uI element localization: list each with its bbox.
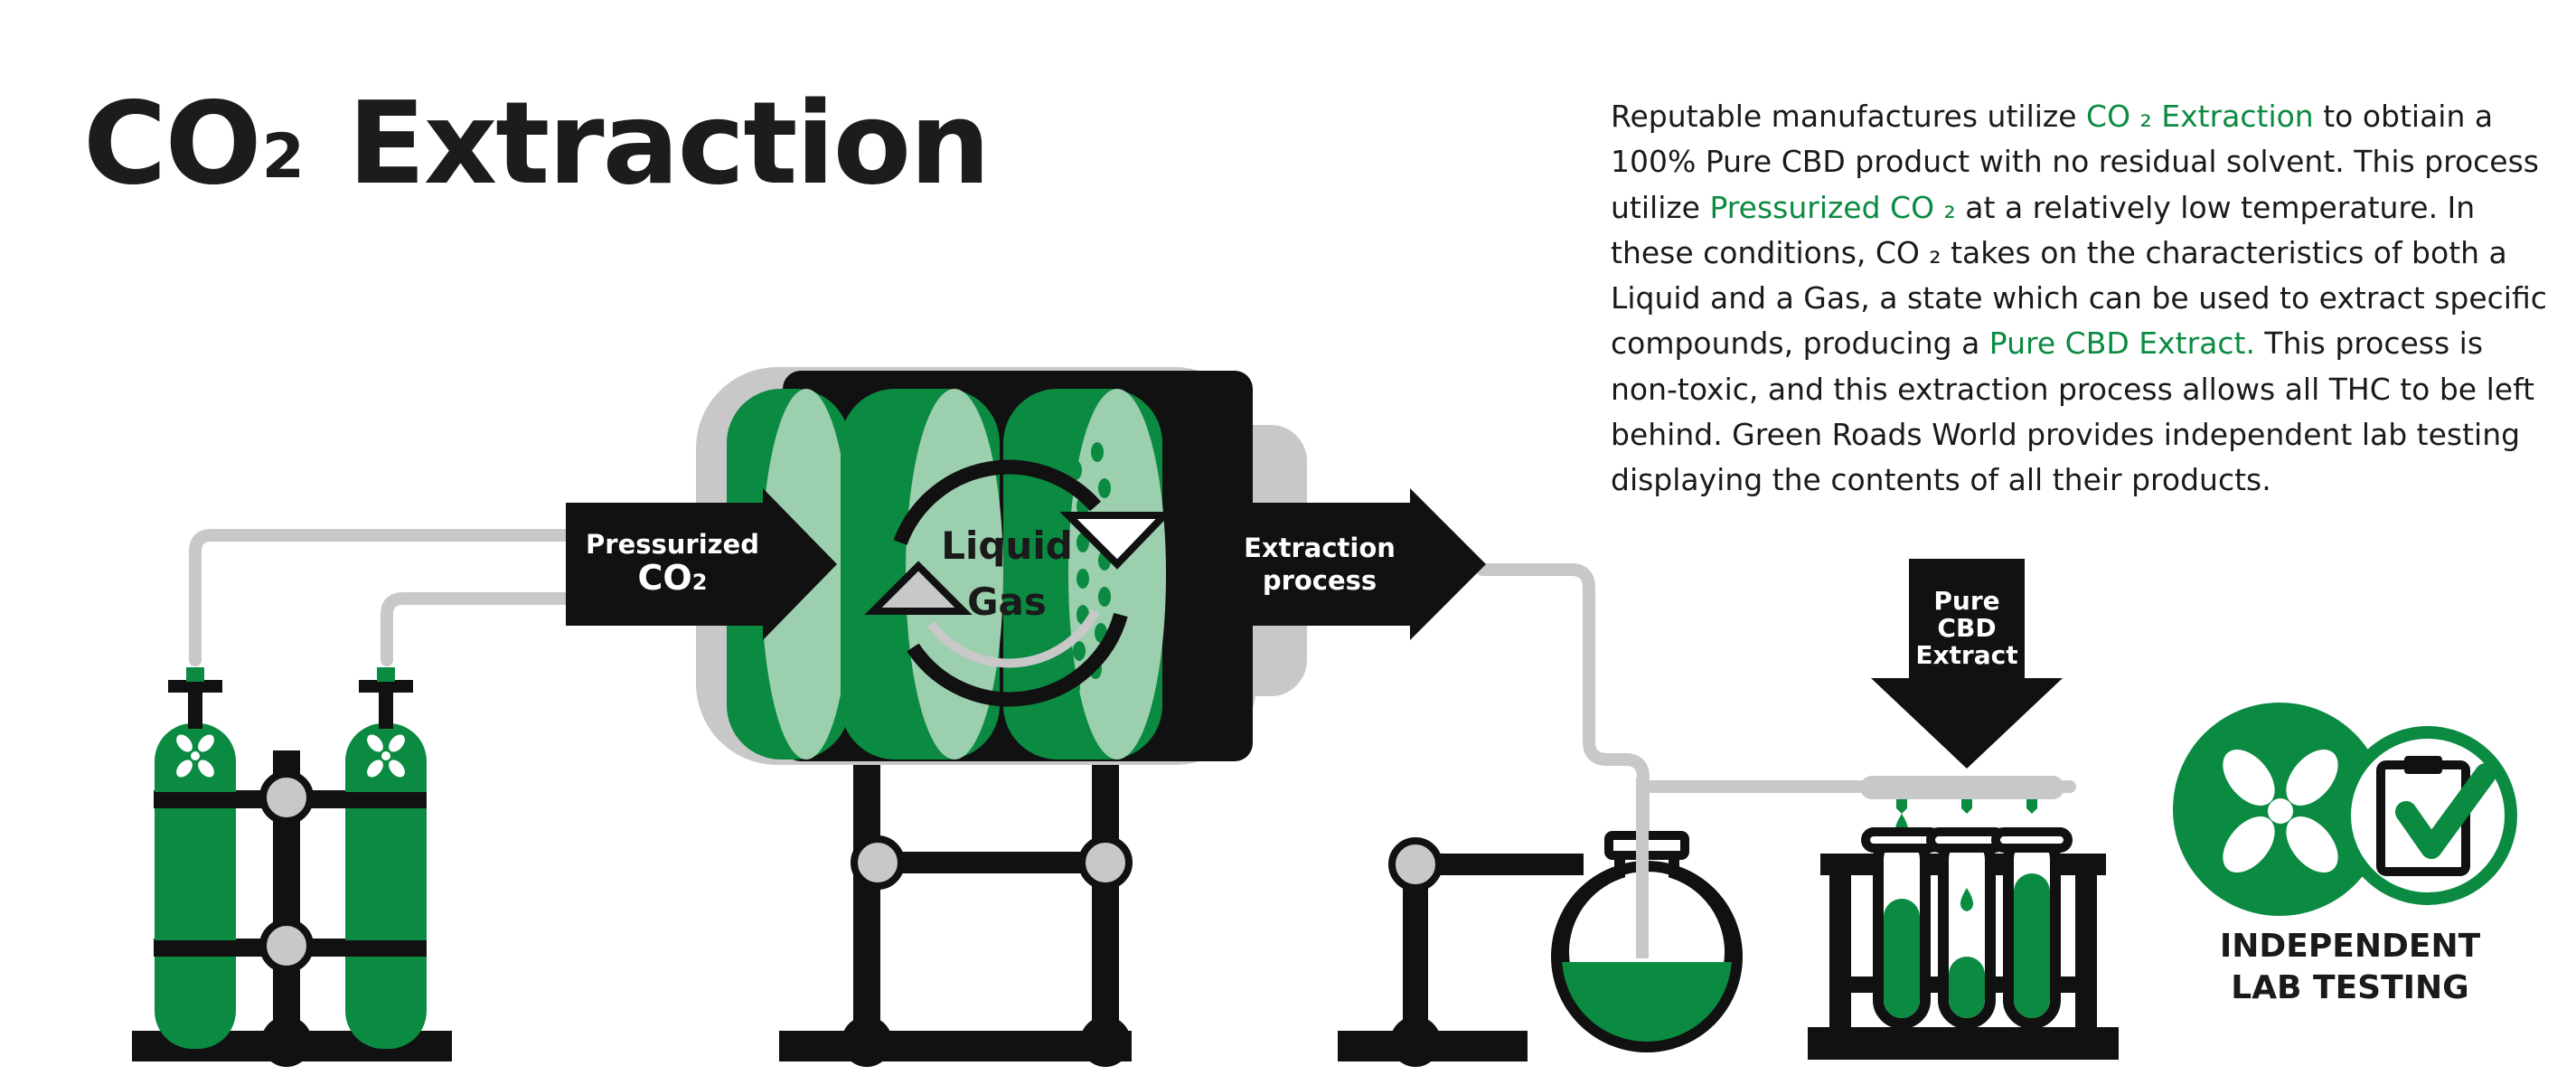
body-text: utilize [1611, 189, 1710, 225]
body-text: This process is [2254, 326, 2484, 362]
description-line: Reputable manufactures utilize CO ₂ Extr… [1611, 94, 2551, 139]
description-line: compounds, producing a Pure CBD Extract.… [1611, 321, 2551, 366]
extraction-chamber-icon: Liquid Gas [696, 367, 1307, 1067]
body-text: Liquid and a Gas, a state which can be u… [1611, 280, 2547, 316]
title-co: CO [83, 77, 262, 210]
body-text: these conditions, CO ₂ takes on the char… [1611, 234, 2507, 270]
pure-cbd-extract-arrow: Pure CBD Extract [1871, 559, 2063, 769]
pressurized-co2-label: CO2 [638, 558, 708, 598]
body-text: non-toxic, and this extraction process a… [1611, 371, 2535, 407]
co2-tank-icon [132, 667, 452, 1067]
flask-icon [1338, 778, 1743, 1067]
pressurized-co2-arrow: Pressurized CO2 [566, 488, 837, 640]
extract-label: Extract [1915, 640, 2017, 670]
body-text: displaying the contents of all their pro… [1611, 462, 2271, 498]
chamber-liquid-label: Liquid [941, 524, 1073, 568]
body-text: behind. Green Roads World provides indep… [1611, 417, 2521, 453]
description-line: non-toxic, and this extraction process a… [1611, 367, 2551, 412]
pure-label: Pure [1933, 586, 1999, 616]
chamber-gas-label: Gas [967, 580, 1047, 624]
highlight-text: Pure CBD Extract. [1988, 326, 2255, 362]
page-title: CO2 Extraction [83, 87, 991, 201]
title-extraction: Extraction [347, 77, 991, 210]
description-line: utilize Pressurized CO ₂ at a relatively… [1611, 185, 2551, 231]
body-text: 100% Pure CBD product with no residual s… [1611, 144, 2539, 180]
description-line: Liquid and a Gas, a state which can be u… [1611, 276, 2551, 321]
body-text: at a relatively low temperature. In [1955, 189, 2476, 225]
pressurized-label: Pressurized [586, 529, 759, 560]
test-tube-rack-icon [1808, 776, 2119, 1060]
body-text: compounds, producing a [1611, 326, 1989, 362]
description-line: 100% Pure CBD product with no residual s… [1611, 139, 2551, 184]
logo-leaves [2223, 750, 2338, 873]
description-paragraph: Reputable manufactures utilize CO ₂ Extr… [1611, 94, 2551, 504]
description-line: behind. Green Roads World provides indep… [1611, 412, 2551, 458]
extraction-process-arrow: Extraction process [1209, 488, 1486, 640]
lab-testing-badge: INDEPENDENT LAB TESTING [2173, 703, 2517, 1006]
description-line: displaying the contents of all their pro… [1611, 458, 2551, 503]
cbd-label: CBD [1937, 613, 1996, 643]
description-line: these conditions, CO ₂ takes on the char… [1611, 231, 2551, 276]
process-label: process [1263, 565, 1377, 596]
highlight-text: Pressurized CO ₂ [1709, 189, 1956, 225]
title-subscript: 2 [261, 121, 305, 193]
body-text: Reputable manufactures utilize [1611, 99, 2087, 134]
lab-testing-label: LAB TESTING [2231, 969, 2468, 1006]
highlight-text: CO ₂ Extraction [2086, 99, 2314, 134]
lab-independent-label: INDEPENDENT [2220, 928, 2481, 965]
body-text: to obtiain a [2313, 99, 2494, 134]
gas-pipes [189, 529, 2076, 956]
extraction-label: Extraction [1244, 533, 1396, 563]
